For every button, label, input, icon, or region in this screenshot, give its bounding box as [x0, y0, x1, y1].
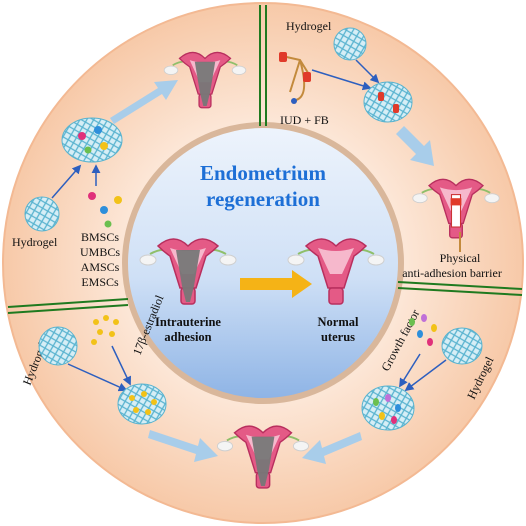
cell-icon	[104, 220, 112, 228]
center-left-label-line2: adhesion	[164, 330, 211, 344]
cell-label-2: UMBCs	[80, 245, 120, 259]
barrier-label-line2: anti-adhesion barrier	[402, 266, 502, 280]
center-left-label-line1: Intrauterine	[155, 315, 221, 329]
big-arrow-top-left	[110, 80, 178, 124]
cell-icon	[114, 196, 122, 204]
arrow	[67, 363, 128, 392]
growth-factor-loaded-dots	[373, 394, 401, 424]
hydrogel-label-top-right: Hydrogel	[286, 19, 332, 33]
barrier-label-line1: Physical	[440, 251, 481, 265]
cell-dot	[84, 146, 92, 154]
hydrogel-iud-blob	[363, 81, 413, 123]
hydrogel-blob-bottom-left	[38, 326, 78, 366]
hydrogel-cells-blob	[61, 117, 123, 163]
cell-dot	[78, 132, 86, 140]
inner-circle	[122, 122, 404, 404]
arrow	[51, 164, 82, 199]
hydrogel-growth-blob	[361, 385, 415, 431]
iud-device-icon	[279, 52, 311, 104]
hydrogel-estradiol-blob	[117, 383, 167, 425]
cell-label-3: AMSCs	[81, 260, 120, 274]
hydrogel-blob-top-right	[333, 27, 367, 61]
center-arrow	[240, 270, 312, 298]
cell-icon	[88, 192, 96, 200]
arrow	[111, 345, 131, 386]
cell-dot	[100, 142, 108, 150]
cell-icon	[100, 206, 108, 214]
top-right-panel: Hydrogel IUD + FB Physical anti-adhesion…	[279, 19, 502, 280]
estradiol-loaded-dots	[129, 391, 157, 415]
uterus-icon-barrier	[411, 178, 501, 239]
cell-dot	[94, 126, 102, 134]
cell-label-1: BMSCs	[81, 230, 119, 244]
top-left-panel: Hydrogel BMSCs UMBCs AMSCs EMSCs	[12, 51, 247, 289]
center-title-line1: Endometrium	[200, 161, 327, 185]
big-arrow-top-right	[396, 126, 434, 166]
iud-marker	[393, 104, 399, 113]
arrow	[404, 359, 447, 392]
big-arrow-bottom-left	[148, 430, 218, 462]
quadrant-dividers	[7, 5, 523, 314]
arrow	[311, 69, 372, 91]
center-title-line2: regeneration	[206, 187, 320, 211]
hydrogel-blob-top-left	[24, 196, 60, 232]
device-label: IUD + FB	[280, 113, 329, 127]
hydrogel-label-top-left: Hydrogel	[12, 235, 58, 249]
big-arrow-bottom-right	[302, 432, 362, 464]
estradiol-dots	[91, 315, 119, 345]
center-right-label-line2: uterus	[321, 330, 355, 344]
growth-factor-dots	[409, 314, 437, 346]
hydrogel-blob-bottom-right	[441, 327, 483, 365]
center-right-label-line1: Normal	[318, 315, 359, 329]
arrow	[355, 59, 380, 84]
iud-marker	[378, 92, 384, 101]
cell-label-4: EMSCs	[81, 275, 119, 289]
arrow	[399, 353, 421, 388]
